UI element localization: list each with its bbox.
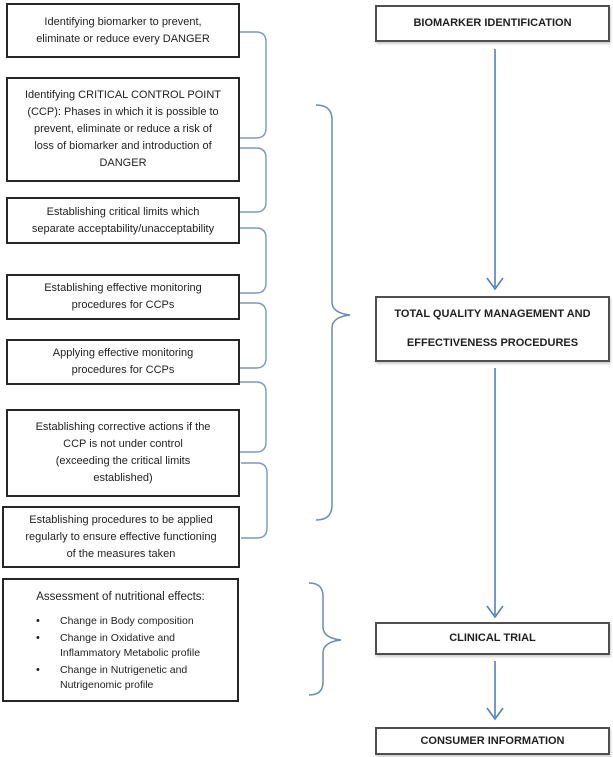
box-establish-monitoring: Establishing effective monitoring proced… xyxy=(6,274,240,320)
stage-label-line1: TOTAL QUALITY MANAGEMENT AND xyxy=(394,308,591,320)
box-nutritional-assessment: Assessment of nutritional effects: • Cha… xyxy=(2,578,239,702)
list-item: • Change in Oxidative and Inflammatory M… xyxy=(36,631,237,662)
stage-label: BIOMARKER IDENTIFICATION xyxy=(413,17,572,29)
connector-elbow-3 xyxy=(240,227,267,294)
bullet-icon: • xyxy=(36,631,40,644)
down-arrowhead-icon xyxy=(486,605,504,619)
box-clinical-trial: CLINICAL TRIAL xyxy=(375,622,610,655)
box-biomarker-identification: BIOMARKER IDENTIFICATION xyxy=(375,5,610,42)
bullet-icon: • xyxy=(36,663,40,676)
stage-label-line2: EFFECTIVENESS PROCEDURES xyxy=(406,337,579,349)
connector-elbow-4 xyxy=(240,302,267,369)
box-identify-biomarker: Identifying biomarker to prevent, elimin… xyxy=(6,3,240,58)
assessment-bullet-list: • Change in Body composition • Change in… xyxy=(4,614,237,694)
connector-elbow-1 xyxy=(240,31,267,139)
stage-label: CLINICAL TRIAL xyxy=(449,632,536,644)
box-verification-procedures: Establishing procedures to be applied re… xyxy=(2,506,240,568)
down-arrowhead-icon xyxy=(486,277,504,291)
elbow-connectors xyxy=(240,31,268,539)
box-consumer-information: CONSUMER INFORMATION xyxy=(375,727,610,755)
brace-total-quality xyxy=(315,104,351,521)
connector-elbow-5 xyxy=(240,381,267,453)
box-corrective-actions: Establishing corrective actions if the C… xyxy=(6,409,240,497)
connector-elbow-6 xyxy=(241,462,268,539)
list-item: • Change in Nutrigenetic and Nutrigenomi… xyxy=(36,663,237,694)
box-total-quality-management: TOTAL QUALITY MANAGEMENT AND EFFECTIVENE… xyxy=(375,296,610,362)
bullet-text: Change in Nutrigenetic and Nutrigenomic … xyxy=(60,663,188,692)
connector-elbow-2 xyxy=(240,147,267,213)
bullet-text: Change in Oxidative and Inflammatory Met… xyxy=(60,631,201,660)
box-identify-ccp: Identifying CRITICAL CONTROL POINT (CCP)… xyxy=(6,77,240,182)
bullet-icon: • xyxy=(36,615,40,627)
box-critical-limits: Establishing critical limits which separ… xyxy=(6,197,240,244)
stage-label: CONSUMER INFORMATION xyxy=(420,734,565,747)
brace-clinical-trial xyxy=(308,582,342,696)
flow-arrows xyxy=(486,49,504,721)
box-apply-monitoring: Applying effective monitoring procedures… xyxy=(6,339,240,385)
assessment-header: Assessment of nutritional effects: xyxy=(36,591,205,603)
bullet-text: Change in Body composition xyxy=(60,615,194,627)
braces xyxy=(308,104,351,696)
down-arrowhead-icon xyxy=(486,707,504,721)
list-item: • Change in Body composition xyxy=(36,614,237,630)
